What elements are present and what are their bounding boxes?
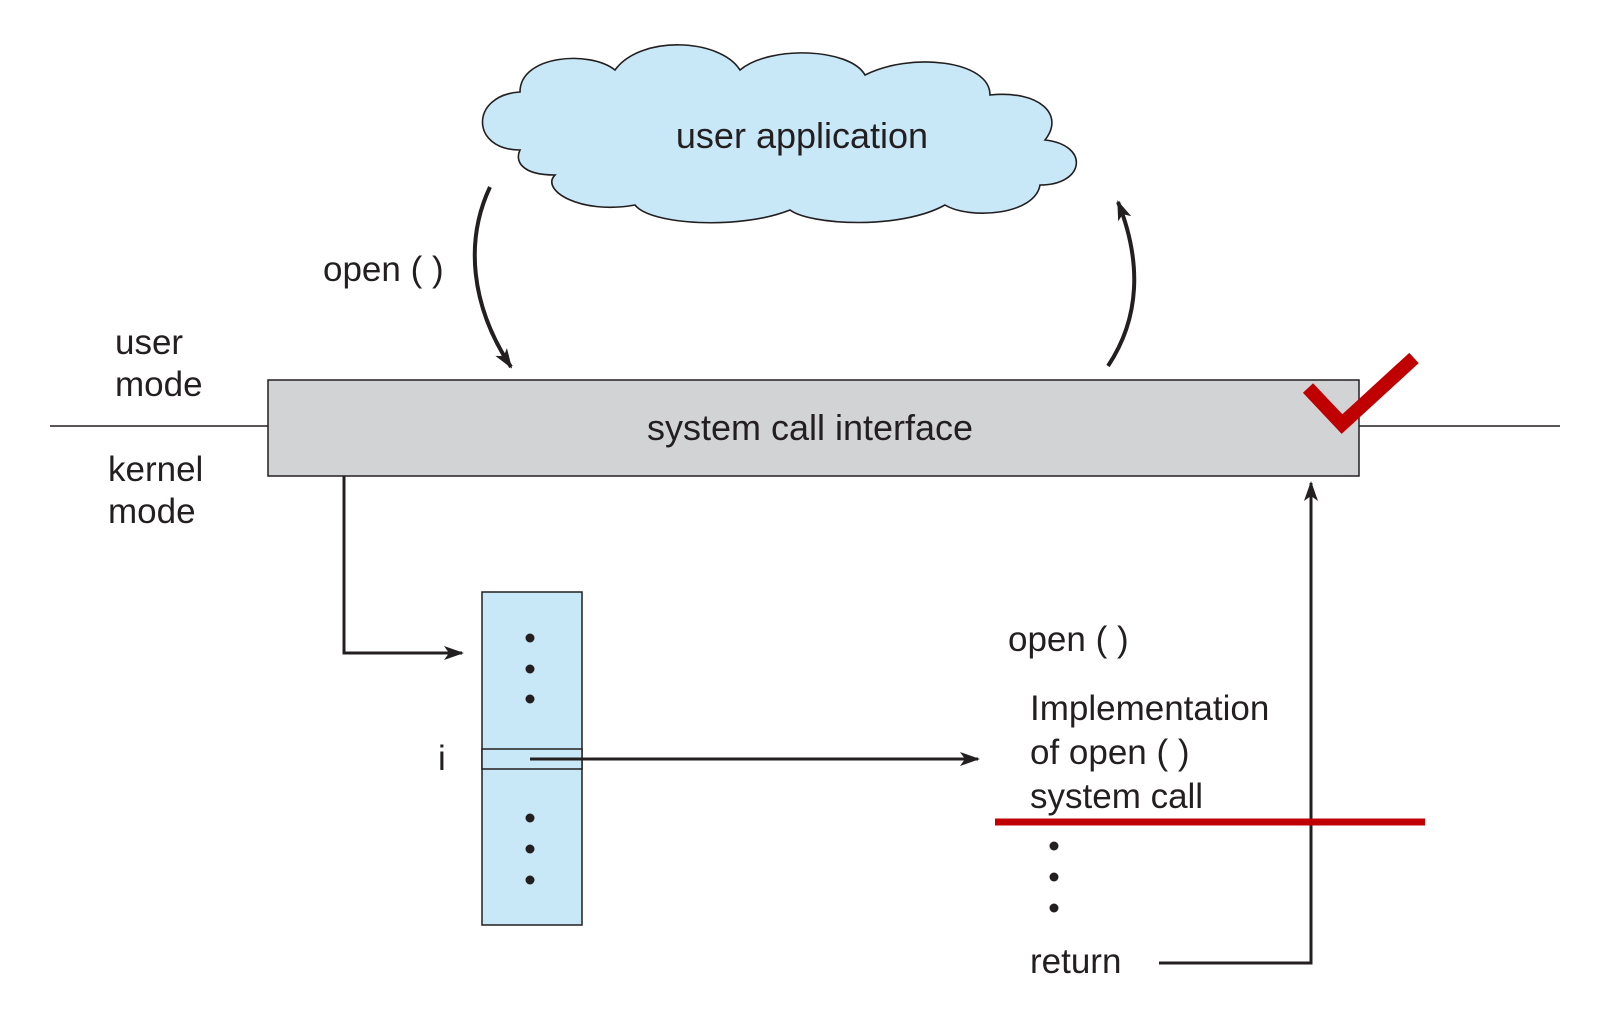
user-application-cloud — [481, 44, 1078, 224]
return-to-app-arrow — [1106, 200, 1137, 368]
implementation-header: open ( ) — [1008, 620, 1129, 659]
user-application-label: user application — [676, 115, 928, 156]
implementation-line2: of open ( ) — [1030, 733, 1190, 772]
table-index-label: i — [438, 739, 446, 778]
implementation-line1: Implementation — [1030, 689, 1269, 728]
return-label: return — [1030, 942, 1121, 981]
table-ellipsis-bottom — [525, 813, 535, 885]
call-arrow — [472, 186, 513, 369]
red-check-mark — [1302, 352, 1419, 434]
table-ellipsis-top — [525, 633, 535, 704]
dispatch-arrow — [342, 476, 464, 660]
kernel-mode-label-line2: mode — [108, 492, 196, 531]
implementation-ellipsis — [1049, 841, 1059, 913]
system-call-interface-box — [267, 379, 1360, 477]
open-call-label: open ( ) — [323, 250, 444, 289]
kernel-mode-label-line1: kernel — [108, 450, 203, 489]
implementation-line3: system call — [1030, 777, 1203, 816]
user-mode-label-line1: user — [115, 323, 183, 362]
user-mode-label-line2: mode — [115, 365, 203, 404]
return-path-arrow — [1159, 481, 1318, 965]
system-call-interface-label: system call interface — [647, 407, 973, 448]
